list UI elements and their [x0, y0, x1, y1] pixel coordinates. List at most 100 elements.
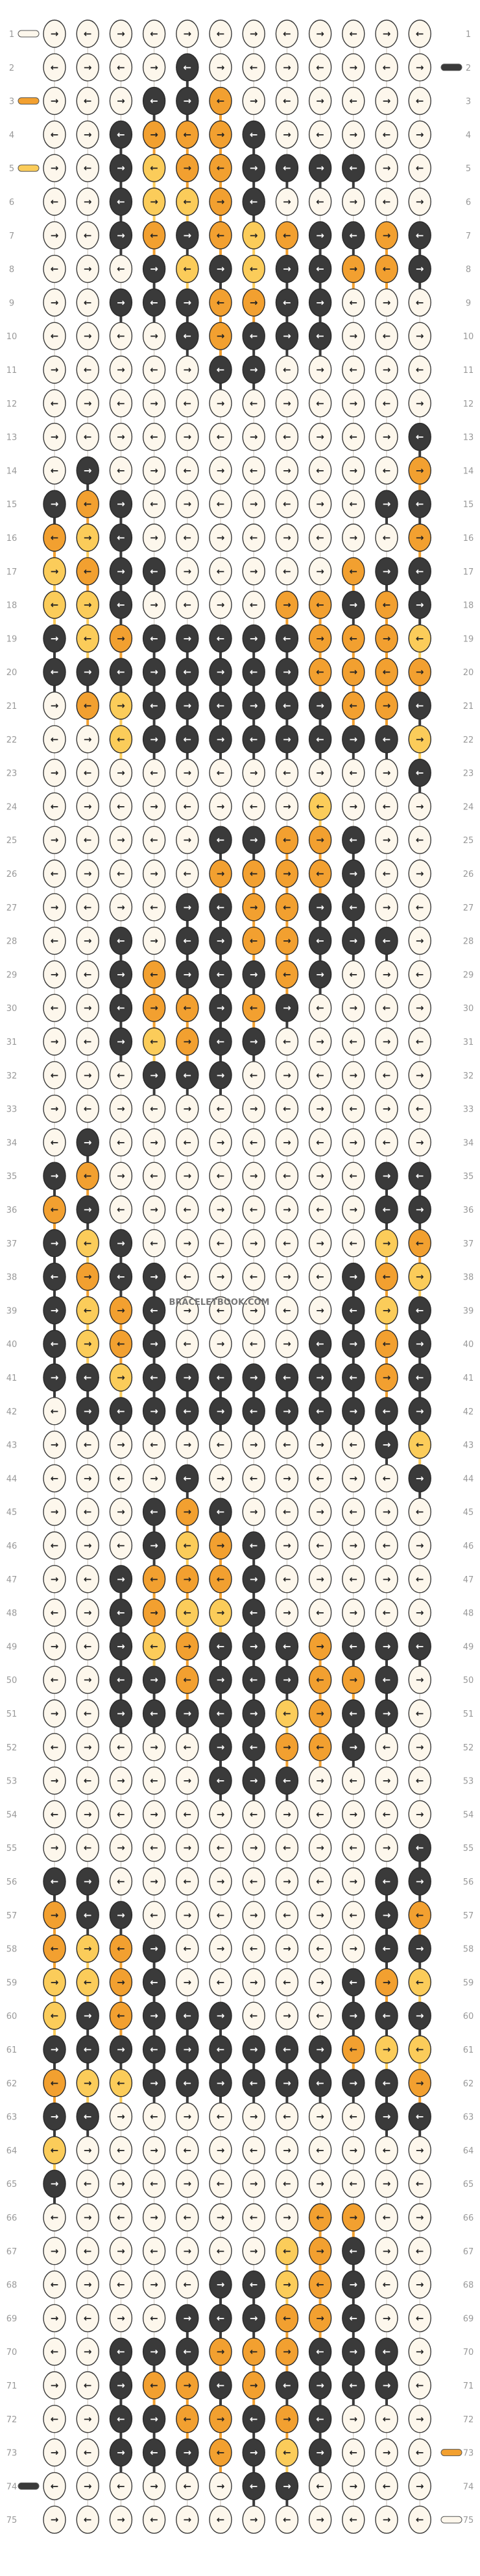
knot [209, 1833, 232, 1862]
knot-arrow-glyph: → [350, 2212, 358, 2223]
knot-arrow-glyph: ← [117, 1002, 125, 1014]
row-number-left: 48 [6, 1609, 18, 1619]
knot-arrow-glyph: ← [51, 1808, 59, 1820]
knot-arrow-glyph: ← [150, 2447, 158, 2459]
row-number-left: 11 [6, 366, 18, 376]
knot [308, 254, 332, 283]
knot [43, 590, 66, 619]
knot [76, 1296, 99, 1325]
knot [242, 53, 265, 82]
knot [375, 1665, 398, 1694]
row-number-right: 53 [463, 1777, 474, 1787]
knot-arrow-glyph: ← [350, 2447, 358, 2459]
row-number-left: 47 [6, 1575, 18, 1585]
row-number-right: 12 [463, 400, 474, 409]
knot-arrow-glyph: ← [51, 1002, 59, 1014]
knot-arrow-glyph: → [383, 1573, 391, 1585]
knot [76, 120, 99, 149]
row-number-right: 34 [463, 1138, 474, 1148]
knot [275, 1766, 299, 1795]
knot-arrow-glyph: ← [283, 230, 291, 241]
knot [242, 725, 265, 754]
knot-arrow-glyph: → [84, 1405, 92, 1417]
knot-arrow-glyph: ← [117, 1876, 125, 1887]
knot [176, 1733, 199, 1761]
knot [209, 1229, 232, 1258]
knot [43, 1195, 66, 1224]
knot [242, 1094, 265, 1123]
row-number-right: 19 [463, 634, 474, 644]
knot-arrow-glyph: → [117, 1036, 125, 1047]
knot-arrow-glyph: ← [150, 2312, 158, 2324]
knot [76, 1800, 99, 1829]
knot-arrow-glyph: → [250, 2044, 258, 2055]
row-number-right: 54 [463, 1810, 474, 1820]
knot [275, 1968, 299, 1997]
knot-arrow-glyph: → [416, 1002, 424, 1014]
knot [142, 254, 166, 283]
knot-arrow-glyph: → [217, 1674, 225, 1686]
knot [109, 2001, 133, 2030]
knot-arrow-glyph: → [117, 632, 125, 644]
knot [142, 2405, 166, 2433]
knot-arrow-glyph: → [250, 95, 258, 107]
row-number-right: 11 [463, 366, 474, 376]
knot [76, 1598, 99, 1627]
knot [308, 2405, 332, 2433]
knot-arrow-glyph: → [217, 1002, 225, 1014]
knot-arrow-glyph: → [84, 1741, 92, 1753]
knot [408, 19, 431, 48]
knot-arrow-glyph: ← [51, 2279, 59, 2291]
knot-arrow-glyph: ← [84, 767, 92, 779]
knot [209, 1968, 232, 1997]
knot [375, 1565, 398, 1593]
knot-arrow-glyph: ← [383, 1271, 391, 1283]
row-number-left: 66 [6, 2213, 18, 2223]
knot-arrow-glyph: → [383, 1708, 391, 1719]
knot-arrow-glyph: ← [416, 431, 424, 443]
knot-arrow-glyph: → [84, 666, 92, 678]
knot [109, 2203, 133, 2232]
row-number-left: 3 [9, 97, 14, 107]
knot [308, 2505, 332, 2534]
knot-arrow-glyph: ← [416, 1909, 424, 1921]
knot [176, 893, 199, 922]
strand-end-left [18, 30, 40, 38]
knot [375, 53, 398, 82]
knot-arrow-glyph: ← [150, 28, 158, 40]
knot [209, 1464, 232, 1493]
knot [308, 1497, 332, 1526]
knot [209, 523, 232, 552]
knot [375, 691, 398, 720]
knot [43, 859, 66, 888]
knot [76, 1565, 99, 1593]
knot-arrow-glyph: → [84, 1136, 92, 1148]
knot [176, 1162, 199, 1190]
knot-arrow-glyph: ← [150, 1103, 158, 1115]
knot [176, 2405, 199, 2433]
knot [76, 322, 99, 350]
row-number-right: 44 [463, 1474, 474, 1484]
knot [43, 523, 66, 552]
knot [43, 2472, 66, 2501]
knot-arrow-glyph: ← [51, 599, 59, 611]
knot-arrow-glyph: → [350, 62, 358, 73]
knot-arrow-glyph: → [416, 1943, 424, 1955]
knot-arrow-glyph: ← [316, 733, 324, 745]
knot [275, 1665, 299, 1694]
knot [109, 322, 133, 350]
knot-arrow-glyph: ← [350, 1170, 358, 1182]
row-number-left: 44 [6, 1474, 18, 1484]
knot [176, 2304, 199, 2333]
knot-arrow-glyph: → [416, 2212, 424, 2223]
knot [242, 926, 265, 955]
knot [76, 926, 99, 955]
knot-arrow-glyph: → [316, 2379, 324, 2391]
knot [342, 994, 365, 1022]
knot-arrow-glyph: → [416, 2144, 424, 2156]
knot-arrow-glyph: → [416, 1876, 424, 1887]
knot [242, 1027, 265, 1056]
knot [176, 1531, 199, 1560]
knot [308, 1968, 332, 1997]
knot-arrow-glyph: ← [350, 1573, 358, 1585]
